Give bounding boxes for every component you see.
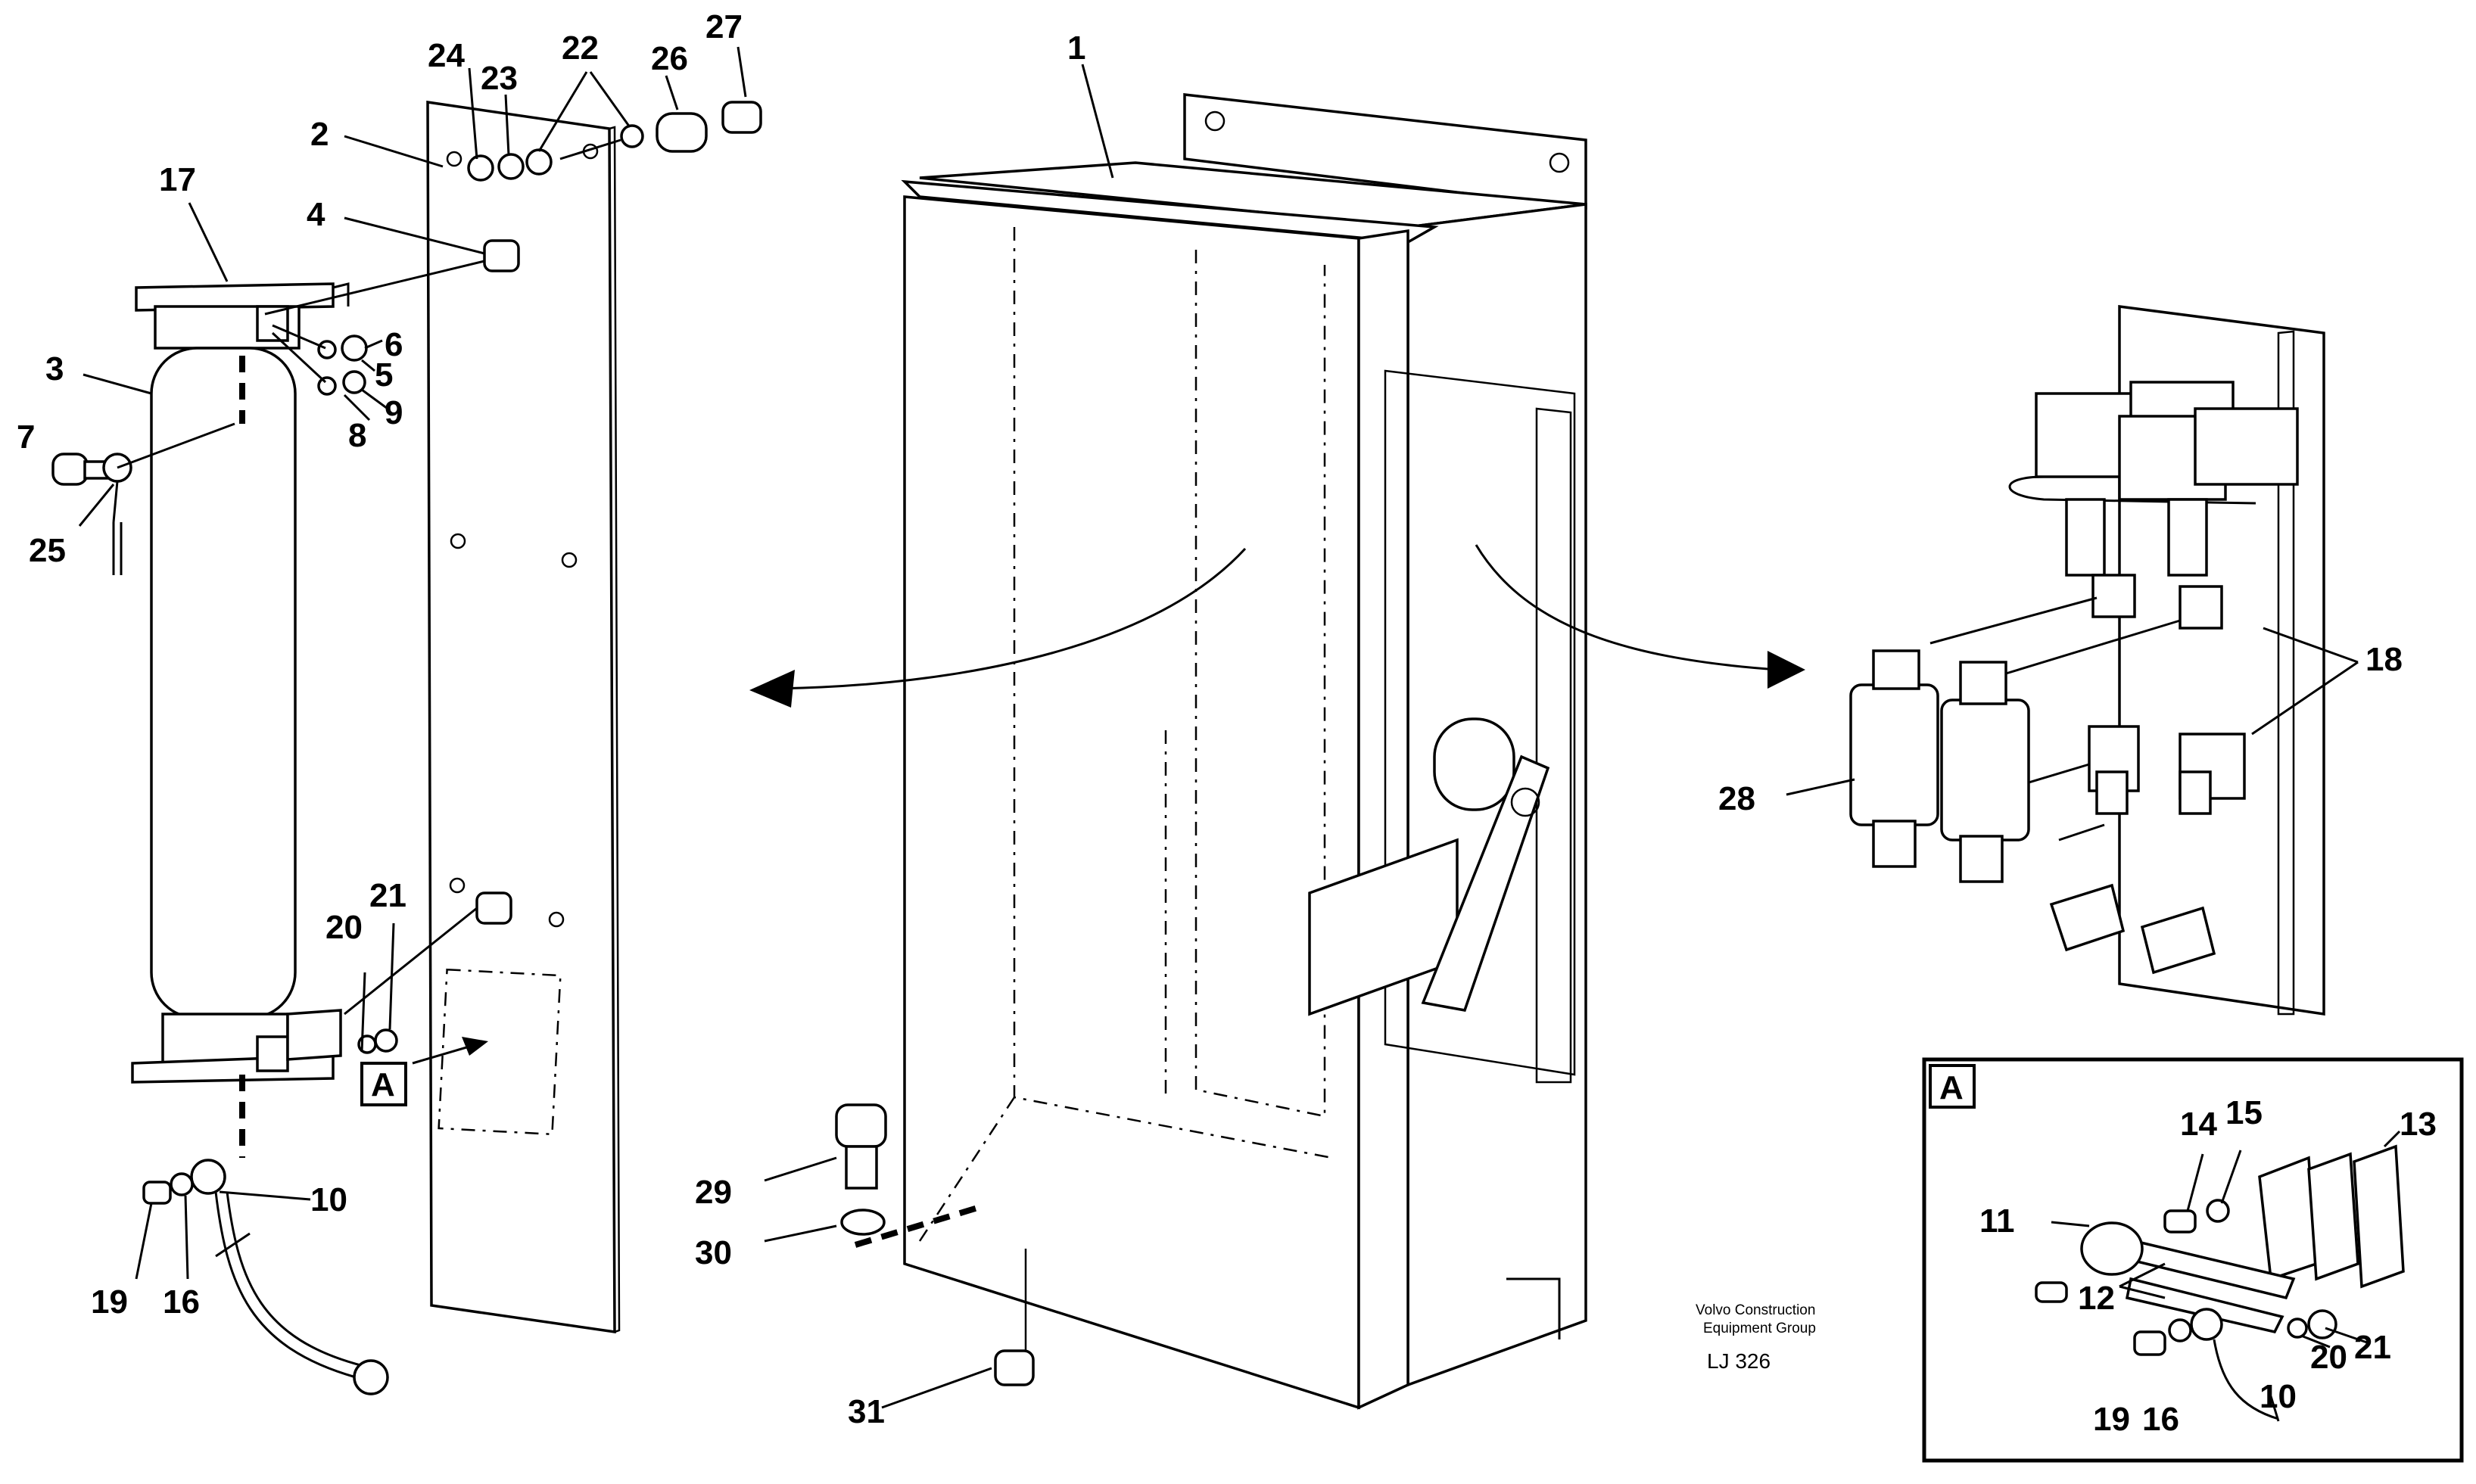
- callout-7: 7: [17, 418, 35, 456]
- callout-27: 27: [705, 8, 743, 45]
- flow-arrows: [749, 544, 1805, 708]
- callout-16-detail: 16: [2142, 1401, 2179, 1438]
- mounting-plate: [426, 100, 621, 1334]
- drawing-code: LJ 326: [1707, 1349, 1771, 1373]
- credit-line-1: Volvo Construction: [1696, 1302, 1815, 1318]
- callout-10: 10: [310, 1181, 347, 1218]
- callout-25: 25: [29, 532, 66, 569]
- bolt-assembly: [835, 1103, 1035, 1386]
- callout-11: 11: [1979, 1202, 2015, 1240]
- callout-23: 23: [481, 60, 518, 97]
- callout-29: 29: [695, 1174, 732, 1211]
- callout-6: 6: [385, 326, 403, 363]
- callout-14: 14: [2180, 1106, 2217, 1143]
- callout-18: 18: [2365, 641, 2403, 678]
- credit-line-2: Equipment Group: [1703, 1321, 1816, 1336]
- main-cabinet: [901, 93, 1587, 1410]
- callout-17: 17: [159, 161, 196, 198]
- callout-15: 15: [2225, 1094, 2263, 1131]
- callout-21: 21: [369, 877, 406, 914]
- callout-31: 31: [848, 1393, 885, 1430]
- callout-16: 16: [163, 1283, 200, 1321]
- callout-9: 9: [385, 394, 403, 431]
- detail-marker-a: A: [371, 1066, 395, 1103]
- callout-24: 24: [428, 37, 465, 74]
- detail-box-a: [1922, 1057, 2464, 1463]
- hardware-left: [51, 101, 762, 1395]
- callout-13: 13: [2400, 1106, 2437, 1143]
- callout-4: 4: [307, 196, 325, 233]
- credit-block: Volvo Construction Equipment Group LJ 32…: [1696, 1302, 1816, 1373]
- callout-30: 30: [695, 1234, 732, 1271]
- detail-leader: [360, 1037, 488, 1106]
- callout-20: 20: [325, 909, 363, 946]
- callout-labels: 1 2 24 23 22 26 27 4 17 3 6 5 9 8 7 25 2…: [17, 8, 2437, 1438]
- callout-8: 8: [348, 417, 366, 454]
- callout-10-detail: 10: [2260, 1378, 2297, 1415]
- callout-3: 3: [45, 350, 64, 387]
- callout-26: 26: [651, 40, 688, 77]
- callout-28: 28: [1718, 780, 1755, 817]
- filter-cylinder: [131, 282, 350, 1084]
- leader-lines: [78, 46, 2401, 1422]
- callout-20-detail: 20: [2310, 1339, 2347, 1376]
- fuse-switch: [1849, 305, 2325, 1016]
- callout-21-detail: 21: [2354, 1329, 2391, 1366]
- callout-5: 5: [375, 356, 393, 394]
- detail-box-label: A: [1939, 1069, 1964, 1106]
- callout-19-detail: 19: [2093, 1401, 2130, 1438]
- callout-2: 2: [310, 116, 329, 153]
- callout-1: 1: [1067, 30, 1085, 67]
- callout-22: 22: [562, 30, 599, 67]
- callout-19: 19: [91, 1283, 128, 1321]
- callout-12: 12: [2078, 1280, 2115, 1317]
